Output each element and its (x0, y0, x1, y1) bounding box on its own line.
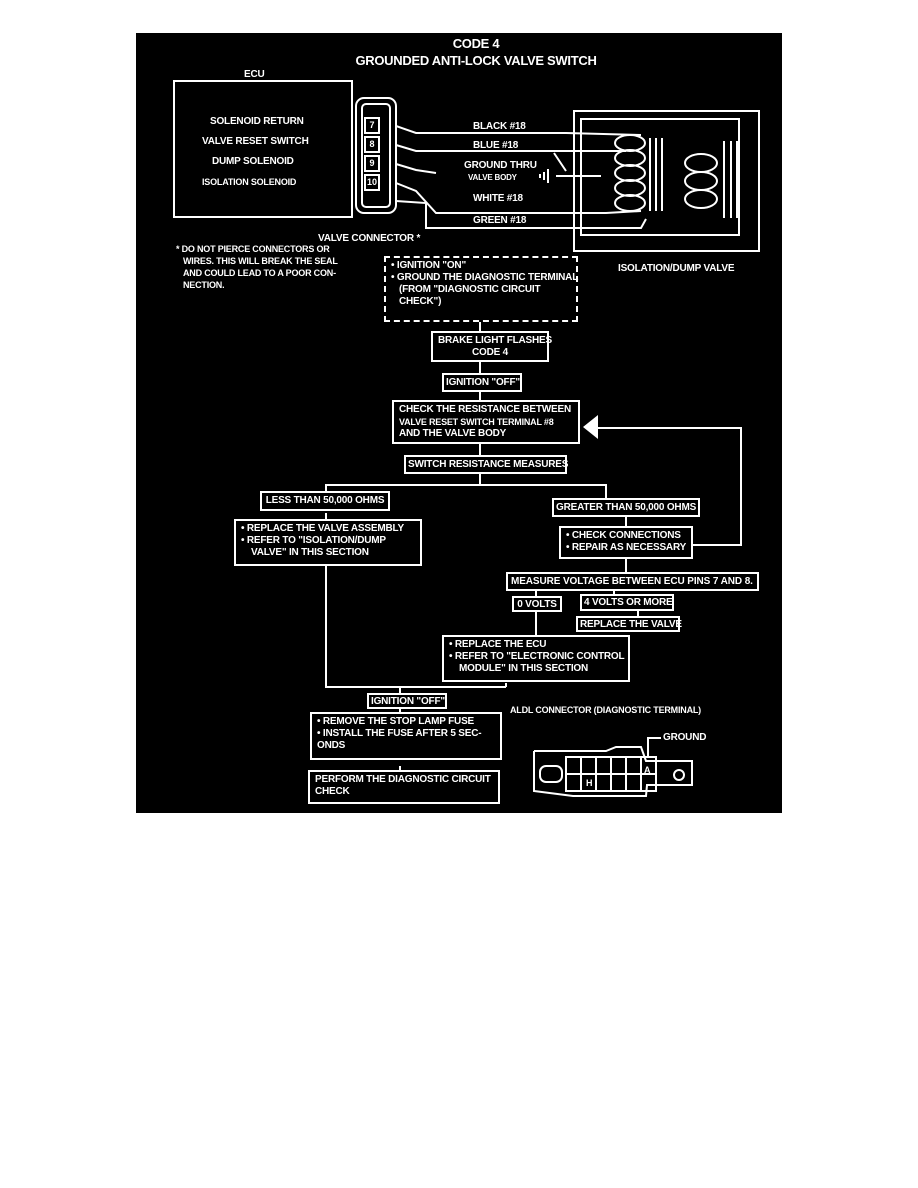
connector-pin-8: 8 (364, 136, 380, 153)
ecu-item-isolation-solenoid: ISOLATION SOLENOID (202, 177, 297, 187)
aldl-connector-body (533, 746, 693, 797)
ground-label-line1: GROUND THRU (464, 160, 537, 171)
flow-step-replace-ecu: • REPLACE THE ECU • REFER TO "ELECTRONIC… (442, 635, 630, 682)
ground-label-line2: VALVE BODY (468, 173, 517, 182)
aldl-connector-label: ALDL CONNECTOR (DIAGNOSTIC TERMINAL) (510, 705, 701, 715)
warning-note: * DO NOT PIERCE CONNECTORS OR WIRES. THI… (176, 244, 338, 290)
flow-step-replace-valve-assembly: • REPLACE THE VALVE ASSEMBLY • REFER TO … (234, 519, 422, 566)
aldl-pin-h-label: H (586, 778, 593, 788)
ecu-label: ECU (244, 69, 265, 80)
flow-step-remove-stop-lamp-fuse: • REMOVE THE STOP LAMP FUSE • INSTALL TH… (310, 712, 502, 760)
wire-label-black: BLACK #18 (473, 121, 526, 132)
flow-branch-greater-than-50000-ohms: GREATER THAN 50,000 OHMS (552, 498, 700, 517)
valve-connector-body (355, 97, 397, 214)
wiring-and-flow-lines (173, 80, 760, 797)
flow-step-measure-voltage: MEASURE VOLTAGE BETWEEN ECU PINS 7 AND 8… (506, 572, 759, 591)
ecu-box (173, 80, 353, 218)
flow-step-switch-resistance-measures: SWITCH RESISTANCE MEASURES (404, 455, 568, 474)
flow-step-ignition-off-1: IGNITION "OFF" (442, 373, 522, 392)
flow-step-perform-diagnostic-circuit-check: PERFORM THE DIAGNOSTIC CIRCUIT CHECK (308, 770, 500, 804)
wire-label-blue: BLUE #18 (473, 140, 519, 151)
aldl-pin-a-label: A (644, 765, 651, 775)
connector-pin-7: 7 (364, 117, 380, 134)
flow-step-brake-light-flashes: BRAKE LIGHT FLASHES CODE 4 (431, 331, 552, 362)
ecu-item-solenoid-return: SOLENOID RETURN (210, 116, 304, 127)
ecu-item-valve-reset-switch: VALVE RESET SWITCH (202, 136, 309, 147)
flow-branch-less-than-50000-ohms: LESS THAN 50,000 OHMS (260, 491, 390, 511)
connector-pin-10: 10 (364, 174, 380, 191)
flow-step-ignition-off-2: IGNITION "OFF" (367, 693, 447, 709)
diagram-title: GROUNDED ANTI-LOCK VALVE SWITCH (355, 53, 597, 68)
wire-label-green: GREEN #18 (473, 215, 527, 226)
connector-pin-9: 9 (364, 155, 380, 172)
flow-step-check-connections: • CHECK CONNECTIONS • REPAIR AS NECESSAR… (559, 526, 693, 559)
isolation-dump-valve-box (573, 110, 760, 252)
valve-connector-label: VALVE CONNECTOR * (318, 233, 421, 244)
wire-label-white: WHITE #18 (473, 193, 523, 204)
flow-result-4-volts-or-more: 4 VOLTS OR MORE (580, 594, 674, 611)
aldl-ground-label: GROUND (663, 732, 707, 743)
flow-step-replace-the-valve: REPLACE THE VALVE (576, 616, 682, 632)
isolation-dump-valve-label: ISOLATION/DUMP VALVE (618, 263, 735, 274)
ecu-item-dump-solenoid: DUMP SOLENOID (212, 156, 294, 167)
flow-result-0-volts: 0 VOLTS (512, 596, 562, 612)
diagram-panel: CODE 4 GROUNDED ANTI-LOCK VALVE SWITCH E… (136, 33, 782, 813)
diagram-title-code: CODE 4 (452, 36, 500, 51)
flow-step-check-resistance: CHECK THE RESISTANCE BETWEEN VALVE RESET… (392, 400, 580, 444)
flow-step-ignition-on: • IGNITION "ON" • GROUND THE DIAGNOSTIC … (384, 256, 578, 322)
